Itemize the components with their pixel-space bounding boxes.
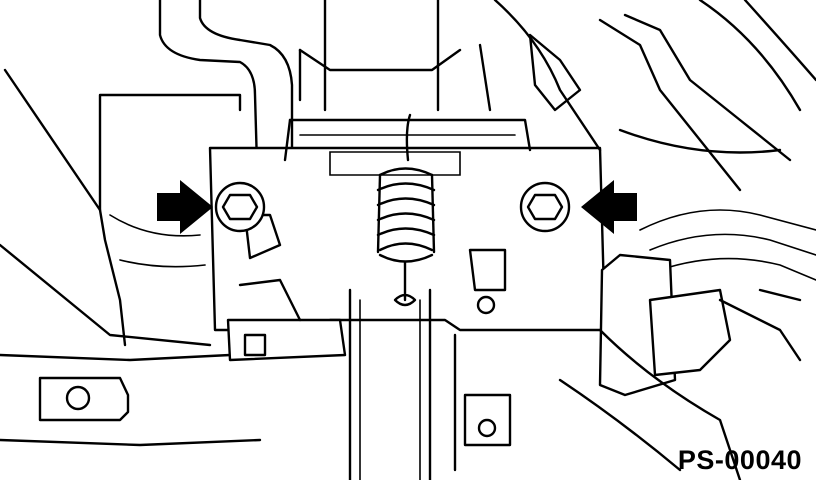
figure-reference-code: PS-00040 — [677, 445, 802, 475]
hole-icon — [65, 385, 91, 411]
lower-tab-left — [226, 278, 347, 362]
pedal-arm — [348, 288, 432, 480]
wiring-harness — [493, 0, 816, 480]
housing-left — [0, 68, 262, 447]
arrow-right-icon — [157, 180, 213, 234]
lower-plate-right — [453, 333, 512, 472]
central-column — [298, 0, 492, 112]
left-bolt — [214, 181, 266, 233]
right-bolt — [519, 181, 571, 233]
return-spring — [376, 113, 436, 307]
arrow-left-icon — [581, 180, 637, 234]
hole-icon — [477, 418, 497, 438]
pivot-hole-icon — [476, 295, 496, 315]
